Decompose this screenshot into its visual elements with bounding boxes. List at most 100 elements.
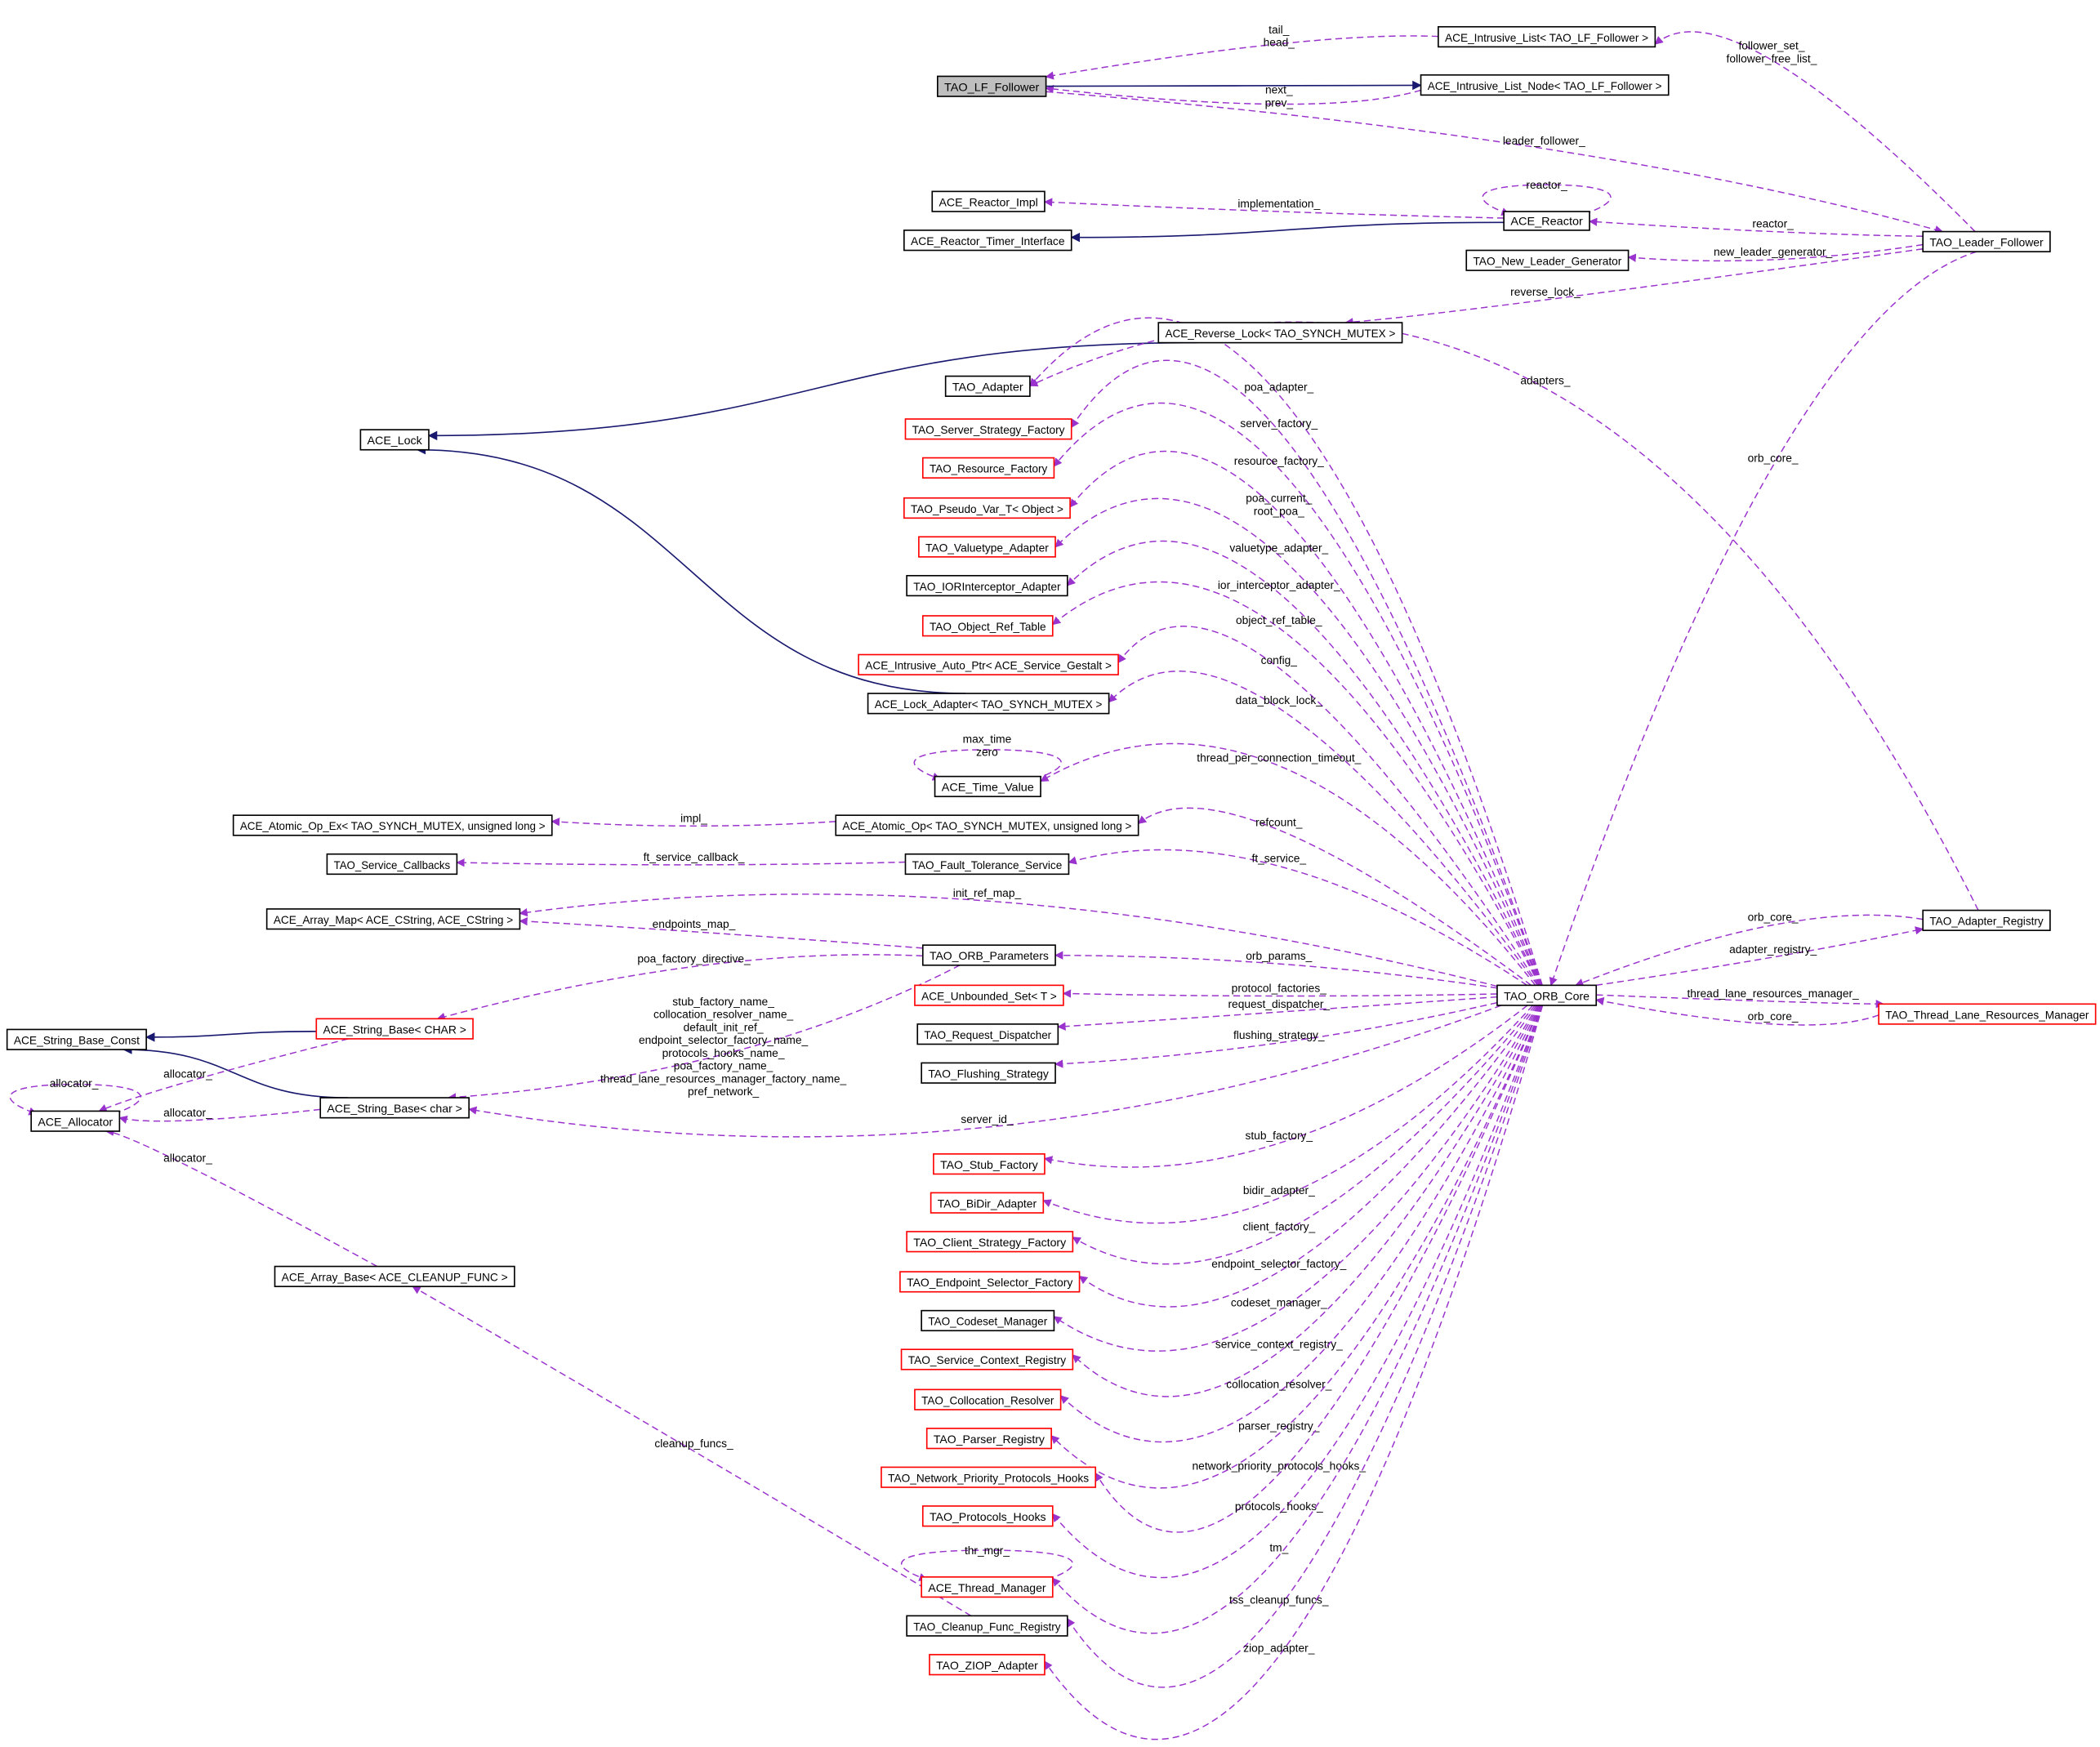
edge-label: thread_per_connection_timeout_ bbox=[1197, 752, 1361, 764]
class-node-ace-string-base-char[interactable]: ACE_String_Base< CHAR > bbox=[315, 1018, 474, 1040]
edge-label: collocation_resolver_ bbox=[1226, 1379, 1332, 1391]
class-node-ace-string-base-const[interactable]: ACE_String_Base_Const bbox=[6, 1028, 147, 1050]
usage-arrow bbox=[1137, 807, 1532, 986]
edge-label: config_ bbox=[1261, 654, 1298, 666]
class-node-ace-array-base-ace-cleanup-func[interactable]: ACE_Array_Base< ACE_CLEANUP_FUNC > bbox=[274, 1265, 515, 1287]
class-node-ace-reverse-lock-tao-synch-mutex[interactable]: ACE_Reverse_Lock< TAO_SYNCH_MUTEX > bbox=[1157, 322, 1403, 344]
class-name: ACE_Reactor_Impl bbox=[939, 195, 1037, 208]
class-box bbox=[1438, 25, 1656, 48]
class-node-tao-adapter[interactable]: TAO_Adapter bbox=[944, 375, 1031, 397]
class-name: TAO_Adapter_Registry bbox=[1929, 915, 2044, 928]
class-node-tao-collocation-resolver[interactable]: TAO_Collocation_Resolver bbox=[914, 1388, 1062, 1411]
class-node-tao-request-dispatcher[interactable]: TAO_Request_Dispatcher bbox=[916, 1023, 1059, 1045]
class-node-tao-fault-tolerance-service[interactable]: TAO_Fault_Tolerance_Service bbox=[904, 853, 1070, 876]
class-name: ACE_Reverse_Lock< TAO_SYNCH_MUTEX > bbox=[1165, 327, 1395, 340]
edge-label: ft_service_callback_ bbox=[644, 851, 745, 863]
class-node-ace-intrusive-list-tao-lf-follower[interactable]: ACE_Intrusive_List< TAO_LF_Follower > bbox=[1438, 25, 1656, 48]
class-node-tao-service-context-registry[interactable]: TAO_Service_Context_Registry bbox=[900, 1348, 1074, 1370]
edge-label: client_factory_ bbox=[1242, 1220, 1315, 1232]
edge-label: protocols_hooks_name_ bbox=[662, 1047, 785, 1059]
edge-fts-sc: ft_service_callback_ bbox=[456, 851, 906, 867]
edge-label: allocator_ bbox=[163, 1152, 212, 1165]
class-box bbox=[930, 1192, 1045, 1214]
class-node-tao-endpoint-selector-factory[interactable]: TAO_Endpoint_Selector_Factory bbox=[899, 1271, 1081, 1293]
usage-arrow bbox=[1052, 1005, 1543, 1634]
class-node-ace-array-map-ace-cstring-ace-cstring[interactable]: ACE_Array_Map< ACE_CString, ACE_CString … bbox=[265, 908, 521, 930]
edge-core-cm: codeset_manager_ bbox=[1053, 1005, 1539, 1352]
edge-label: cleanup_funcs_ bbox=[654, 1437, 733, 1450]
edge-layer: tail_head_next_prev_leader_follower_foll… bbox=[9, 24, 1979, 1740]
edge-rlock-lock bbox=[427, 341, 1197, 441]
usage-arrow bbox=[1482, 184, 1612, 216]
class-name: TAO_Cleanup_Func_Registry bbox=[913, 1620, 1061, 1633]
class-node-tao-cleanup-func-registry[interactable]: TAO_Cleanup_Func_Registry bbox=[906, 1615, 1068, 1637]
edge-label: ziop_adapter_ bbox=[1243, 1642, 1315, 1655]
usage-arrow bbox=[1344, 247, 1924, 327]
class-node-ace-lock[interactable]: ACE_Lock bbox=[359, 429, 430, 451]
class-node-ace-reactor-timer-interface[interactable]: ACE_Reactor_Timer_Interface bbox=[903, 230, 1072, 252]
class-node-tao-pseudo-var-t-object[interactable]: TAO_Pseudo_Var_T< Object > bbox=[903, 497, 1071, 519]
class-node-tao-flushing-strategy[interactable]: TAO_Flushing_Strategy bbox=[921, 1062, 1056, 1084]
class-node-tao-client-strategy-factory[interactable]: TAO_Client_Strategy_Factory bbox=[906, 1231, 1074, 1253]
edge-label: parser_registry_ bbox=[1238, 1420, 1320, 1433]
class-node-tao-lf-follower[interactable]: TAO_LF_Follower bbox=[936, 75, 1047, 97]
class-node-tao-iorinterceptor-adapter[interactable]: TAO_IORInterceptor_Adapter bbox=[906, 574, 1068, 597]
edge-label: codeset_manager_ bbox=[1231, 1297, 1327, 1309]
usage-arrow bbox=[1067, 540, 1541, 986]
usage-arrow bbox=[412, 1286, 972, 1617]
class-name: TAO_Client_Strategy_Factory bbox=[913, 1236, 1067, 1249]
class-node-ace-lock-adapter-tao-synch-mutex[interactable]: ACE_Lock_Adapter< TAO_SYNCH_MUTEX > bbox=[867, 693, 1110, 715]
edge-core-op: orb_params_ bbox=[1054, 950, 1498, 989]
class-node-tao-resource-factory[interactable]: TAO_Resource_Factory bbox=[921, 457, 1055, 479]
class-node-ace-intrusive-auto-ptr-ace-service-gestalt[interactable]: ACE_Intrusive_Auto_Ptr< ACE_Service_Gest… bbox=[858, 653, 1119, 675]
class-node-ace-atomic-op-ex-tao-synch-mutex-unsigned-long[interactable]: ACE_Atomic_Op_Ex< TAO_SYNCH_MUTEX, unsig… bbox=[232, 814, 553, 836]
class-name: ACE_Intrusive_Auto_Ptr< ACE_Service_Gest… bbox=[865, 659, 1112, 672]
class-node-ace-thread-manager[interactable]: ACE_Thread_Manager bbox=[921, 1576, 1054, 1598]
edge-core-cfr: tss_cleanup_funcs_ bbox=[1067, 1005, 1543, 1688]
usage-arrow bbox=[98, 1038, 349, 1112]
class-node-tao-server-strategy-factory[interactable]: TAO_Server_Strategy_Factory bbox=[904, 418, 1072, 440]
class-node-tao-adapter-registry[interactable]: TAO_Adapter_Registry bbox=[1922, 909, 2051, 931]
class-node-tao-ziop-adapter[interactable]: TAO_ZIOP_Adapter bbox=[929, 1654, 1046, 1676]
edge-label: default_init_ref_ bbox=[684, 1021, 764, 1033]
class-name: TAO_IORInterceptor_Adapter bbox=[913, 580, 1061, 593]
class-node-tao-stub-factory[interactable]: TAO_Stub_Factory bbox=[933, 1153, 1046, 1175]
class-node-ace-reactor-impl[interactable]: ACE_Reactor_Impl bbox=[931, 190, 1046, 212]
class-node-tao-codeset-manager[interactable]: TAO_Codeset_Manager bbox=[921, 1309, 1055, 1332]
class-node-tao-service-callbacks[interactable]: TAO_Service_Callbacks bbox=[326, 853, 458, 876]
class-node-tao-object-ref-table[interactable]: TAO_Object_Ref_Table bbox=[921, 615, 1054, 637]
usage-arrow bbox=[456, 858, 906, 867]
class-box bbox=[936, 75, 1047, 97]
edge-reactor-self: reactor_ bbox=[1482, 179, 1612, 216]
usage-arrow bbox=[436, 954, 923, 1021]
class-node-tao-valuetype-adapter[interactable]: TAO_Valuetype_Adapter bbox=[918, 536, 1056, 558]
class-node-tao-protocols-hooks[interactable]: TAO_Protocols_Hooks bbox=[921, 1505, 1054, 1527]
usage-arrow bbox=[1054, 497, 1541, 986]
edge-label: refcount_ bbox=[1255, 816, 1303, 828]
class-node-ace-atomic-op-tao-synch-mutex-unsigned-long[interactable]: ACE_Atomic_Op< TAO_SYNCH_MUTEX, unsigned… bbox=[835, 814, 1139, 836]
class-name: TAO_LF_Follower bbox=[944, 80, 1040, 93]
class-node-ace-intrusive-list-node-tao-lf-follower[interactable]: ACE_Intrusive_List_Node< TAO_LF_Follower… bbox=[1420, 74, 1670, 96]
class-box bbox=[921, 457, 1055, 479]
class-node-tao-new-leader-generator[interactable]: TAO_New_Leader_Generator bbox=[1465, 249, 1630, 271]
edge-core-stub: stub_factory_ bbox=[1043, 1005, 1528, 1168]
class-name: ACE_Reactor_Timer_Interface bbox=[911, 234, 1065, 247]
class-node-tao-parser-registry[interactable]: TAO_Parser_Registry bbox=[925, 1428, 1052, 1450]
class-box bbox=[921, 1576, 1054, 1598]
class-node-ace-time-value[interactable]: ACE_Time_Value bbox=[934, 775, 1041, 798]
class-box bbox=[914, 1388, 1062, 1411]
class-box bbox=[904, 418, 1072, 440]
class-node-ace-allocator[interactable]: ACE_Allocator bbox=[30, 1110, 121, 1132]
class-node-tao-network-priority-protocols-hooks[interactable]: TAO_Network_Priority_Protocols_Hooks bbox=[881, 1466, 1097, 1488]
class-node-ace-reactor[interactable]: ACE_Reactor bbox=[1503, 211, 1590, 231]
class-node-tao-bidir-adapter[interactable]: TAO_BiDir_Adapter bbox=[930, 1192, 1045, 1214]
class-node-tao-orb-parameters[interactable]: TAO_ORB_Parameters bbox=[921, 944, 1056, 966]
class-node-tao-thread-lane-resources-manager[interactable]: TAO_Thread_Lane_Resources_Manager bbox=[1878, 1003, 2097, 1025]
class-node-tao-orb-core[interactable]: TAO_ORB_Core bbox=[1496, 984, 1598, 1006]
edge-label: reactor_ bbox=[1526, 179, 1567, 191]
class-node-ace-string-base-char[interactable]: ACE_String_Base< char > bbox=[319, 1097, 470, 1119]
class-node-ace-unbounded-set-t[interactable]: ACE_Unbounded_Set< T > bbox=[914, 984, 1064, 1006]
class-box bbox=[944, 375, 1031, 397]
class-node-tao-leader-follower[interactable]: TAO_Leader_Follower bbox=[1922, 230, 2051, 252]
class-name: ACE_Lock_Adapter< TAO_SYNCH_MUTEX > bbox=[875, 697, 1103, 711]
